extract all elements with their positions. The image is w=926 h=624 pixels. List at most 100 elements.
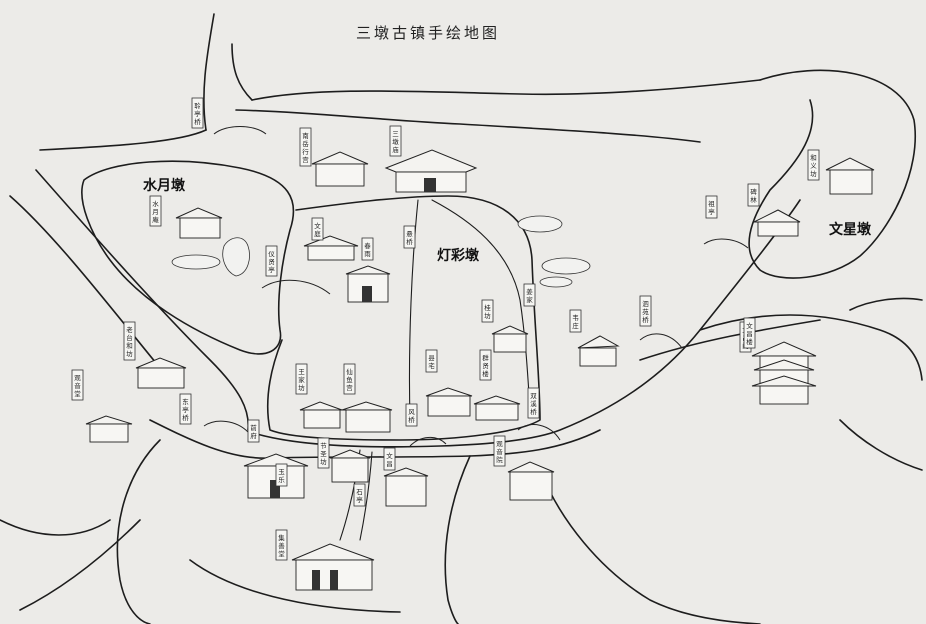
building-nanyue	[311, 151, 369, 187]
label-tag: 和义坊	[807, 149, 820, 181]
door	[362, 286, 372, 302]
wall	[427, 395, 471, 417]
label-frame	[639, 295, 652, 327]
cloud	[539, 276, 573, 288]
label-text-wenshi: 文昌	[386, 451, 393, 468]
bridge	[409, 437, 447, 447]
river-line	[539, 469, 761, 624]
label-tag: 三墩庙	[389, 125, 402, 157]
bridge	[517, 424, 561, 441]
river-line	[116, 439, 161, 624]
wall	[385, 475, 427, 507]
map-title: 三墩古镇手绘地图	[356, 24, 500, 42]
road-line	[359, 451, 373, 541]
wall	[137, 367, 185, 389]
bridge	[639, 333, 683, 349]
building-lingqiao-house	[491, 325, 529, 353]
building-gate	[345, 265, 391, 303]
label-text-wendian: 文庭	[314, 221, 321, 238]
label-tag: 文昌	[383, 447, 396, 471]
river-line	[849, 297, 923, 311]
label-text-shengting: 春雨	[364, 241, 371, 258]
label-text-lulin: 桂坊	[484, 303, 491, 320]
dengcai-island	[266, 195, 541, 441]
label-frame	[705, 195, 718, 219]
label-text-jiangjia: 姜家	[526, 287, 533, 304]
wall	[509, 471, 553, 501]
label-frame	[425, 349, 438, 373]
river-line	[19, 519, 141, 611]
label-text-sanxi: 石亭	[356, 488, 363, 504]
label-text-sanjiaomiao: 三墩庙	[392, 130, 399, 154]
label-frame	[527, 387, 540, 419]
label-text-guanyintang: 观音堂	[74, 374, 81, 398]
label-text-shuangxiqiao: 双溪桥	[530, 392, 537, 416]
wall	[493, 333, 527, 353]
wall	[345, 409, 391, 433]
label-text-nanhuo: 南岳行宫	[302, 131, 309, 164]
wall	[475, 403, 519, 421]
label-text-xuanhe: 文昌楼	[746, 321, 753, 346]
label-tag: 仪贤亭	[265, 245, 278, 277]
label-tag: 水月庵	[149, 195, 162, 227]
door	[424, 178, 436, 192]
roof	[577, 335, 620, 349]
label-text-fengqiao: 风桥	[408, 408, 415, 424]
wall	[759, 385, 809, 405]
label-text-yuhua: 玉乐	[278, 468, 285, 484]
label-tag: 石亭	[353, 483, 366, 507]
label-text-zhiyuqiao: 泗苑桥	[642, 300, 649, 324]
label-tag: 碑林	[747, 183, 760, 207]
label-text-qianfu: 前府	[250, 423, 257, 440]
label-frame	[807, 149, 820, 181]
river-line	[35, 169, 250, 431]
label-text-wangjiabo: 王家坊	[298, 368, 305, 392]
door	[270, 480, 280, 498]
label-text-zuting: 祖亭	[708, 199, 715, 216]
label-frame	[299, 127, 312, 167]
river-line	[839, 419, 923, 471]
wenxing-island	[748, 69, 916, 279]
label-text-weiyan: 韦庄	[572, 314, 579, 330]
door	[330, 570, 338, 590]
label-tag: 悬桥	[403, 225, 416, 249]
wall	[307, 245, 355, 261]
label-tag: 东亭桥	[179, 393, 192, 425]
label-frame	[317, 437, 330, 469]
label-tag: 仙鱼宫	[343, 363, 356, 395]
label-tag: 王家坊	[295, 363, 308, 395]
label-text-qunxian: 群贤楼	[482, 353, 489, 378]
river-line	[203, 13, 215, 131]
building-row-1	[299, 401, 393, 433]
label-tag: 祖亭	[705, 195, 718, 219]
river-line	[249, 199, 801, 448]
label-text-jishutang: 集善堂	[278, 533, 285, 558]
label-text-beilin: 碑林	[750, 187, 757, 204]
door	[312, 570, 320, 590]
label-text-laoshangpu: 老台和坊	[126, 325, 133, 358]
label-text-sheyuan: 县宅	[428, 354, 435, 370]
river-line	[235, 109, 701, 143]
river-line	[39, 129, 207, 151]
label-tag: 县宅	[425, 349, 438, 373]
roof	[384, 149, 478, 173]
label-frame	[743, 317, 756, 349]
label-frame	[389, 125, 402, 157]
bridge	[703, 238, 749, 249]
river-line	[444, 455, 471, 624]
buildings	[85, 149, 875, 591]
label-tag: 双溪桥	[527, 387, 540, 419]
label-tag: 节圣坊	[317, 437, 330, 469]
building-gate-lower-mid	[329, 449, 429, 507]
label-frame	[311, 217, 324, 241]
label-frame	[405, 403, 418, 427]
label-frame	[479, 349, 492, 381]
label-frame	[493, 435, 506, 467]
label-text-lingqiao: 聆亭桥	[194, 101, 201, 126]
wall	[757, 221, 799, 237]
building-pavilion	[753, 209, 801, 237]
label-frame	[71, 369, 84, 401]
building-shuiyueting	[175, 207, 223, 239]
river-line	[639, 319, 821, 361]
